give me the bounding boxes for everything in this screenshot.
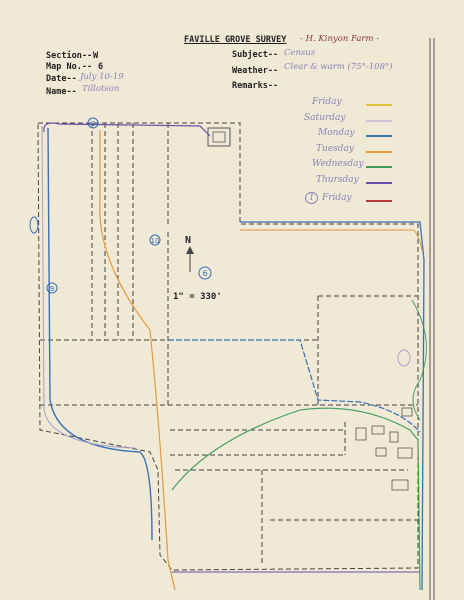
plot-label: 6 <box>202 269 207 278</box>
map-number-label: Map No.-- <box>46 62 93 72</box>
north-label: N <box>185 235 192 246</box>
plot-label: 8 <box>91 120 95 128</box>
route-marker <box>29 216 39 234</box>
legend-label: Thursday <box>316 175 359 185</box>
route-monday <box>47 127 153 541</box>
weather-value: Clear & warm (75°-108°) <box>284 62 393 72</box>
plot-circle <box>149 234 161 246</box>
plot-circle <box>46 282 58 294</box>
route-saturday <box>41 125 136 449</box>
legend-label: Tuesday <box>316 144 354 154</box>
farmstead-buildings <box>355 407 413 491</box>
subject-value: Census <box>284 48 316 58</box>
remarks-label: Remarks-- <box>232 81 279 91</box>
name-value: Tillotson <box>82 84 120 94</box>
route-wednesday <box>171 407 421 591</box>
route-thursday <box>43 122 211 137</box>
subject-label: Subject-- <box>232 50 279 60</box>
field-lines <box>40 123 418 566</box>
building <box>207 127 231 147</box>
legend-swatch <box>366 104 392 106</box>
route-road <box>168 339 421 433</box>
survey-title: FAVILLE GROVE SURVEY <box>184 35 287 45</box>
plot-circle <box>198 266 212 280</box>
legend-label: Friday <box>322 193 352 203</box>
legend-index: 1 <box>305 192 319 204</box>
section-value: W <box>93 51 99 61</box>
route-monday-east <box>240 221 425 591</box>
legend-swatch <box>366 151 392 153</box>
plot-circle <box>87 117 99 129</box>
building <box>212 131 226 143</box>
route-wednesday-east <box>411 299 427 421</box>
route-tuesday-east <box>240 229 423 251</box>
legend-swatch <box>366 200 392 202</box>
plot-label: 9 <box>50 285 54 293</box>
weather-label: Weather-- <box>232 66 279 76</box>
section-label: Section-- <box>46 51 93 61</box>
plot-label: 10 <box>151 237 160 245</box>
legend-swatch <box>366 182 392 184</box>
legend-label: Wednesday <box>312 159 364 169</box>
farm-note: - H. Kinyon Farm - <box>300 34 380 44</box>
date-value: July 10-19 <box>80 72 124 82</box>
legend-swatch <box>366 166 392 168</box>
farm-boundary <box>37 122 419 571</box>
date-label: Date-- <box>46 74 77 84</box>
legend-swatch <box>366 120 392 122</box>
map-number-value: 6 <box>98 62 104 72</box>
legend-swatch <box>366 135 392 137</box>
legend-label: Saturday <box>304 113 346 123</box>
legend-label: Friday <box>312 97 342 107</box>
legend-label: Monday <box>318 128 355 138</box>
scale-label: 1" = 330' <box>173 292 222 302</box>
name-label: Name-- <box>46 87 77 97</box>
north-arrow-head <box>186 246 194 254</box>
route-tuesday <box>99 130 176 591</box>
route-marker <box>397 349 411 367</box>
